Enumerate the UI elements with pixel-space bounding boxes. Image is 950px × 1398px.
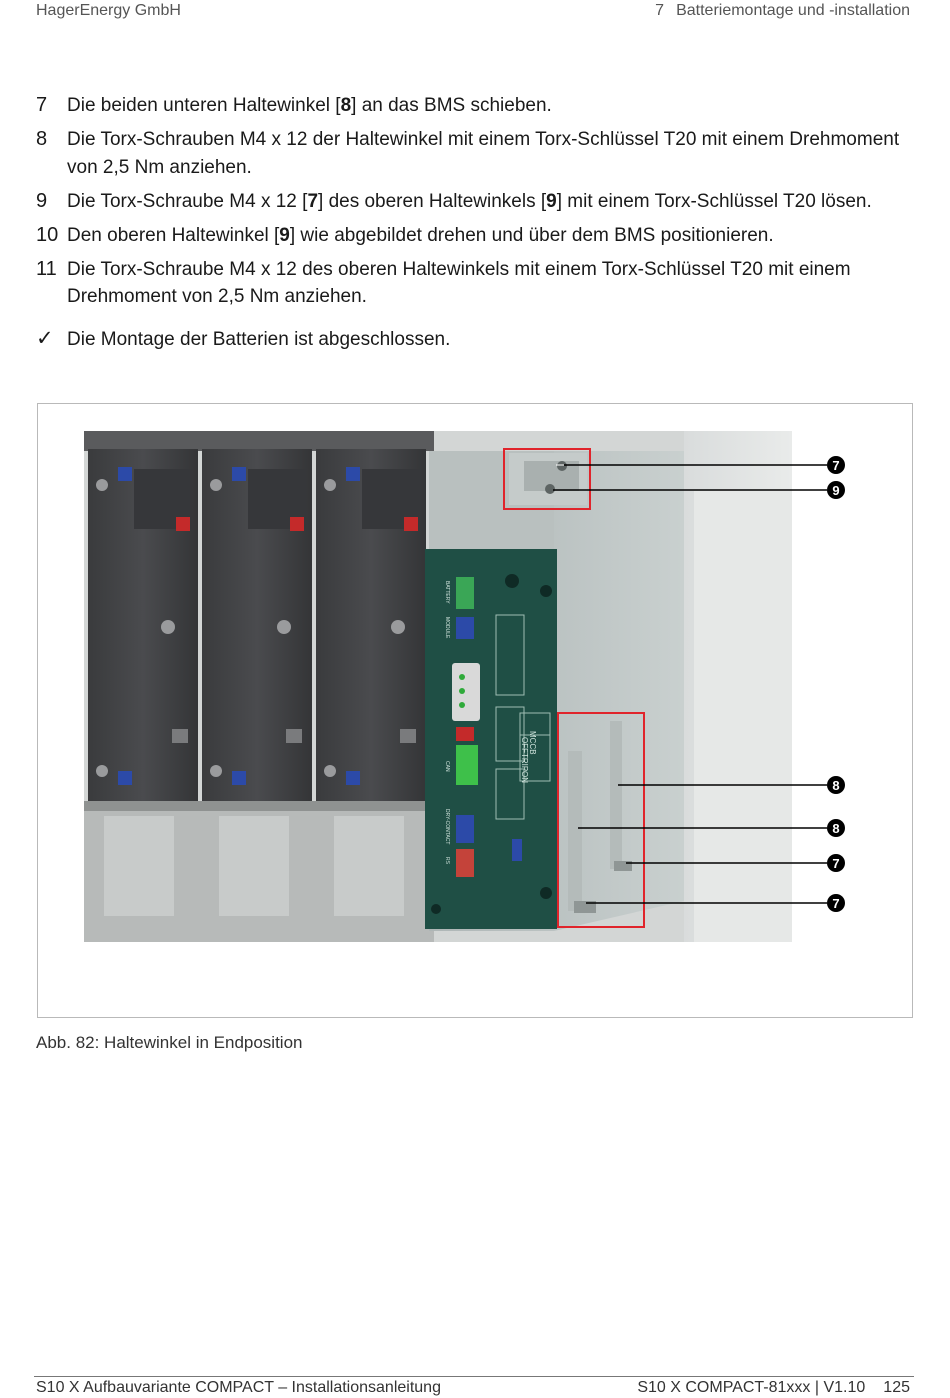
off-label: OFF xyxy=(520,737,529,753)
dry-contact-label: DRY-CONTACT xyxy=(444,809,450,844)
highlight-lower-brackets xyxy=(557,712,645,928)
battery-module-1 xyxy=(88,449,198,801)
footer-doc-id: S10 X COMPACT-81xxx | V1.10 xyxy=(637,1379,866,1396)
callout-number: 9 xyxy=(832,483,839,498)
item-reference: 7 xyxy=(307,190,319,212)
result-text: Die Montage der Batterien ist abgeschlos… xyxy=(67,328,451,350)
battery-module-2 xyxy=(202,449,312,801)
step-11: 11 Die Torx-Schraube M4 x 12 des oberen … xyxy=(36,256,916,311)
callout-number: 8 xyxy=(832,778,839,793)
step-text: Die Torx-Schraube M4 x 12 [ xyxy=(67,190,308,212)
chapter-number: 7 xyxy=(655,2,665,19)
figure-frame: MCCB OFF TRIP ON BATTERY MODULE CAN DRY-… xyxy=(37,403,913,1018)
callout-9: 9 xyxy=(553,481,845,499)
callout-7-bottom: 7 xyxy=(586,894,845,912)
highlight-upper-bracket xyxy=(503,448,591,510)
callout-8-lower: 8 xyxy=(578,819,845,837)
callout-number: 7 xyxy=(832,856,839,871)
step-7: 7 Die beiden unteren Haltewinkel [8] an … xyxy=(36,92,916,120)
callout-layer: 7 9 8 8 7 7 xyxy=(553,456,845,912)
mccb-label: MCCB xyxy=(528,731,537,755)
trip-label: TRIP xyxy=(520,753,529,771)
can-label: CAN xyxy=(444,761,450,772)
item-reference: 8 xyxy=(340,95,352,116)
step-text: ] des oberen Haltewinkels [ xyxy=(318,190,547,212)
step-text: Die Torx-Schrauben M4 x 12 der Haltewink… xyxy=(67,129,900,178)
step-number: 10 xyxy=(36,223,59,246)
step-10: 10 Den oberen Haltewinkel [9] wie abgebi… xyxy=(36,222,916,250)
step-8: 8 Die Torx-Schrauben M4 x 12 der Haltewi… xyxy=(36,126,916,181)
result-line: ✓ Die Montage der Batterien ist abgeschl… xyxy=(36,326,916,354)
step-text: Den oberen Haltewinkel [ xyxy=(67,224,280,246)
footer-rule xyxy=(34,1376,914,1377)
step-9: 9 Die Torx-Schraube M4 x 12 [7] des ober… xyxy=(36,188,916,216)
top-rail xyxy=(84,431,434,451)
footer-doc-title: S10 X Aufbauvariante COMPACT – Installat… xyxy=(36,1379,441,1396)
module-label: MODULE xyxy=(444,617,450,639)
callout-number: 8 xyxy=(832,821,839,836)
step-number: 7 xyxy=(36,94,48,116)
callout-7-middle: 7 xyxy=(626,854,845,872)
item-reference: 9 xyxy=(546,190,557,212)
chapter-title: Batteriemontage und -installation xyxy=(676,2,910,19)
step-text: ] an das BMS schieben. xyxy=(351,95,552,116)
callout-7-top: 7 xyxy=(556,456,845,474)
callout-8-upper: 8 xyxy=(618,776,845,794)
header-company: HagerEnergy GmbH xyxy=(36,2,181,19)
step-number: 9 xyxy=(36,189,48,212)
callout-number: 7 xyxy=(832,458,839,473)
header-chapter: 7 Batteriemontage und -installation xyxy=(655,2,910,20)
item-reference: 9 xyxy=(279,224,290,246)
page-number: 125 xyxy=(883,1379,910,1396)
step-text: Die Torx-Schraube M4 x 12 des oberen Hal… xyxy=(67,258,851,308)
bms-board xyxy=(425,549,557,929)
on-label: ON xyxy=(520,771,529,783)
battery-module-3 xyxy=(316,449,426,801)
step-text: Die beiden unteren Haltewinkel [ xyxy=(67,95,341,116)
lower-bracket-rear xyxy=(610,721,622,869)
step-text: ] wie abgebildet drehen und über dem BMS… xyxy=(289,224,774,246)
instruction-steps: 7 Die beiden unteren Haltewinkel [8] an … xyxy=(36,92,916,353)
lower-bracket-front xyxy=(568,751,582,911)
checkmark-icon: ✓ xyxy=(36,326,54,350)
step-text: ] mit einem Torx-Schlüssel T20 lösen. xyxy=(556,190,872,212)
battery-label: BATTERY xyxy=(444,581,450,604)
footer-right: S10 X COMPACT-81xxx | V1.10 125 xyxy=(637,1379,910,1397)
rs-label: RS xyxy=(444,857,450,865)
cabinet-side xyxy=(694,491,792,942)
callout-number: 7 xyxy=(832,896,839,911)
step-number: 11 xyxy=(36,257,57,280)
battery-bms-illustration: MCCB OFF TRIP ON BATTERY MODULE CAN DRY-… xyxy=(84,431,792,942)
step-number: 8 xyxy=(36,128,48,150)
figure-caption: Abb. 82: Haltewinkel in Endposition xyxy=(36,1033,303,1052)
